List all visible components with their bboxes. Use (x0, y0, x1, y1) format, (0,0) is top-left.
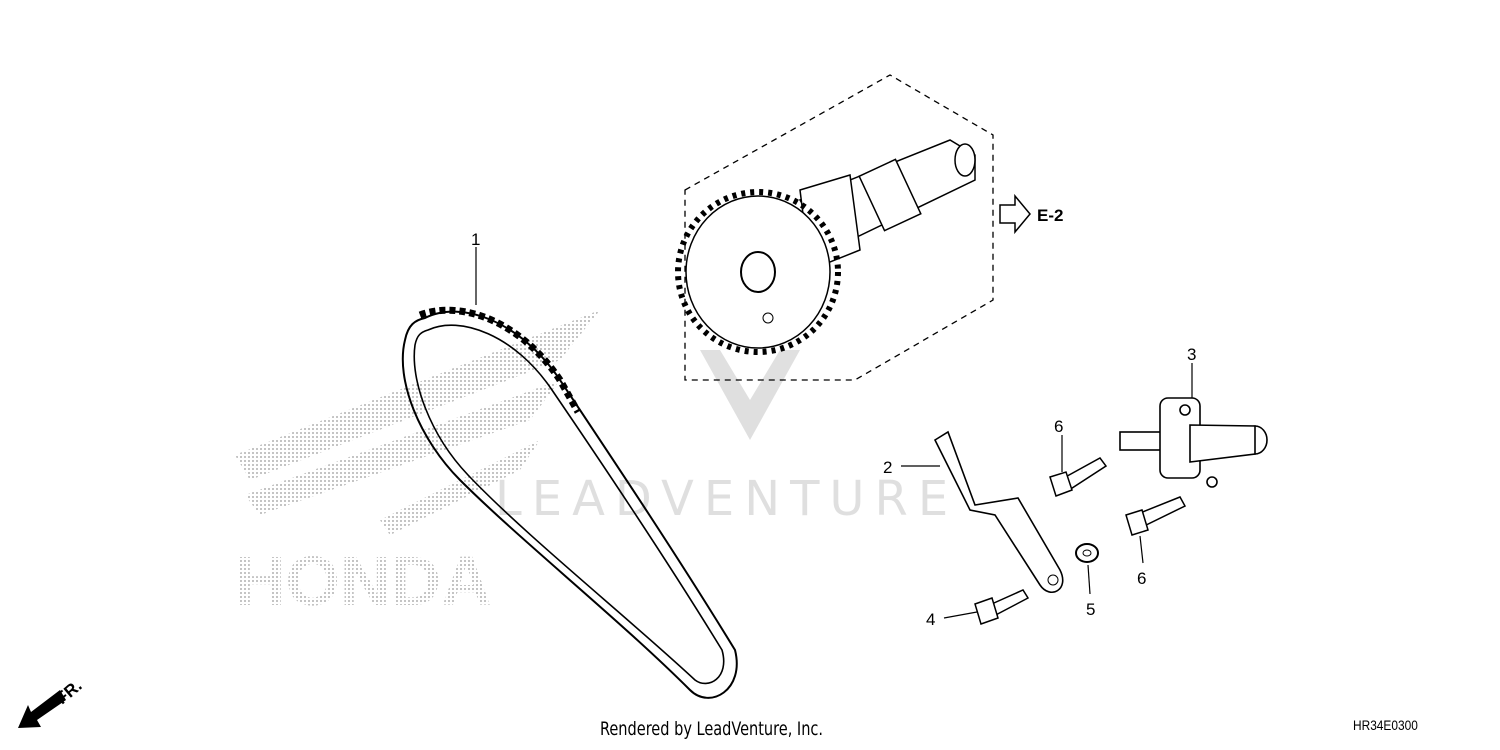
callout-6: 6 (1054, 417, 1063, 436)
callout-3: 3 (1187, 345, 1196, 364)
leadventure-wordmark: LEADVENTURE (495, 471, 958, 527)
camshaft-kit-outline (684, 74, 994, 381)
callout-4: 4 (926, 610, 935, 629)
tensioner-lifter (1119, 397, 1268, 488)
callout-5: 5 (1086, 600, 1095, 619)
honda-wordmark: HONDA (235, 542, 492, 620)
footer-credit: Rendered by LeadVenture, Inc. (600, 718, 824, 740)
cam-chain (401, 306, 738, 699)
diagram-code: HR34E0300 (1353, 717, 1418, 733)
callout-2: 2 (883, 458, 892, 477)
front-direction-arrow: FR. (18, 676, 86, 728)
callout-6b: 6 (1137, 569, 1146, 588)
washer (1075, 543, 1099, 563)
callout-1: 1 (471, 230, 480, 249)
tensioner-arm (933, 430, 1064, 593)
reference-arrow-e2[interactable]: E-2 (999, 193, 1063, 235)
bolt (1125, 496, 1187, 536)
reference-label: E-2 (1037, 206, 1063, 225)
leadventure-watermark: LEADVENTURE (495, 350, 958, 527)
bolt (974, 589, 1030, 625)
cam-sprocket (675, 189, 841, 355)
honda-logo-watermark: HONDA (235, 310, 600, 620)
bolt (1049, 457, 1108, 497)
